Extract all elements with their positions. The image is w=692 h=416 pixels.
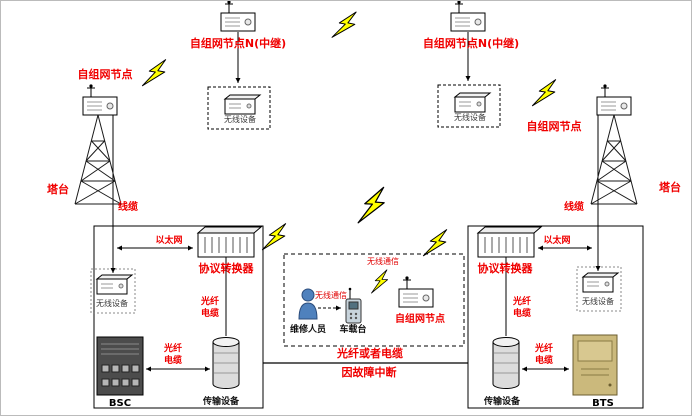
- right-transmission-label: 传输设备: [483, 395, 521, 407]
- fault-text-line2: 因故障中断: [342, 365, 397, 379]
- left-protocol-converter-label: 协议转换器: [199, 261, 255, 275]
- right-transmission-device-icon: [492, 337, 520, 389]
- right-cable-label: 线缆: [564, 200, 584, 213]
- relay-right-radio-icon: [450, 1, 486, 32]
- right-node-label: 自组网节点: [527, 119, 582, 133]
- bts-fiber-cable-label: 电缆: [535, 354, 553, 366]
- left-transmission-label: 传输设备: [202, 395, 240, 407]
- bsc-fiber-label: 光纤: [163, 342, 182, 354]
- bts-cabinet-icon: [572, 334, 618, 396]
- wireless-comm-label-2: 无线通信: [367, 256, 399, 266]
- right-protocol-converter-icon: [477, 226, 542, 258]
- bsc-cabinet-icon: [96, 336, 144, 396]
- wireless-comm-label: 无线通信: [315, 290, 347, 300]
- right-fiber-cable-label: 电缆: [513, 307, 531, 319]
- lightning-icon: [141, 54, 170, 92]
- left-tower-radio-icon: [82, 83, 118, 116]
- relay-right-wireless-device-label: 无线设备: [454, 112, 486, 122]
- mobile-site-dashed-box: [283, 253, 465, 347]
- relay-left-wireless-device-label: 无线设备: [224, 114, 256, 124]
- left-cable-label: 线缆: [118, 200, 138, 213]
- relay-right-label: 自组网节点N(中继): [423, 36, 519, 50]
- left-fiber-label: 光纤: [200, 295, 219, 307]
- left-tower-icon: [74, 114, 122, 205]
- left-wireless-device-label: 无线设备: [96, 298, 128, 308]
- bts-label: BTS: [592, 398, 614, 409]
- lightning-icon: [261, 218, 290, 256]
- right-wireless-device-label: 无线设备: [582, 296, 614, 306]
- bts-fiber-label: 光纤: [534, 342, 553, 354]
- left-protocol-converter-icon: [197, 226, 262, 258]
- left-transmission-device-icon: [212, 337, 240, 389]
- fault-text-line1: 光纤或者电缆: [336, 346, 403, 360]
- right-protocol-converter-label: 协议转换器: [478, 261, 534, 275]
- lightning-icon: [531, 74, 560, 112]
- right-tower-icon: [590, 114, 638, 205]
- left-ethernet-label: 以太网: [155, 234, 182, 246]
- vehicle-station-label: 车载台: [339, 323, 366, 335]
- left-node-label: 自组网节点: [78, 67, 133, 81]
- left-tower-label: 塔台: [47, 182, 69, 196]
- relay-left-wireless-device-icon: [224, 94, 261, 115]
- bsc-fiber-cable-label: 电缆: [164, 354, 182, 366]
- right-wireless-device-icon: [582, 272, 619, 293]
- right-tower-label: 塔台: [659, 180, 681, 194]
- left-wireless-device-icon: [96, 274, 133, 295]
- mobile-node-label: 自组网节点: [395, 312, 445, 325]
- relay-left-radio-icon: [220, 1, 256, 32]
- right-tower-radio-icon: [596, 83, 632, 116]
- right-fiber-label: 光纤: [512, 295, 531, 307]
- lightning-icon: [331, 6, 360, 44]
- maintenance-staff-label: 维修人员: [290, 323, 326, 335]
- relay-right-wireless-device-icon: [454, 92, 491, 113]
- bsc-label: BSC: [109, 398, 131, 409]
- relay-left-label: 自组网节点N(中继): [190, 36, 286, 50]
- lightning-icon: [357, 183, 388, 228]
- right-ethernet-label: 以太网: [543, 234, 570, 246]
- left-fiber-cable-label: 电缆: [201, 307, 219, 319]
